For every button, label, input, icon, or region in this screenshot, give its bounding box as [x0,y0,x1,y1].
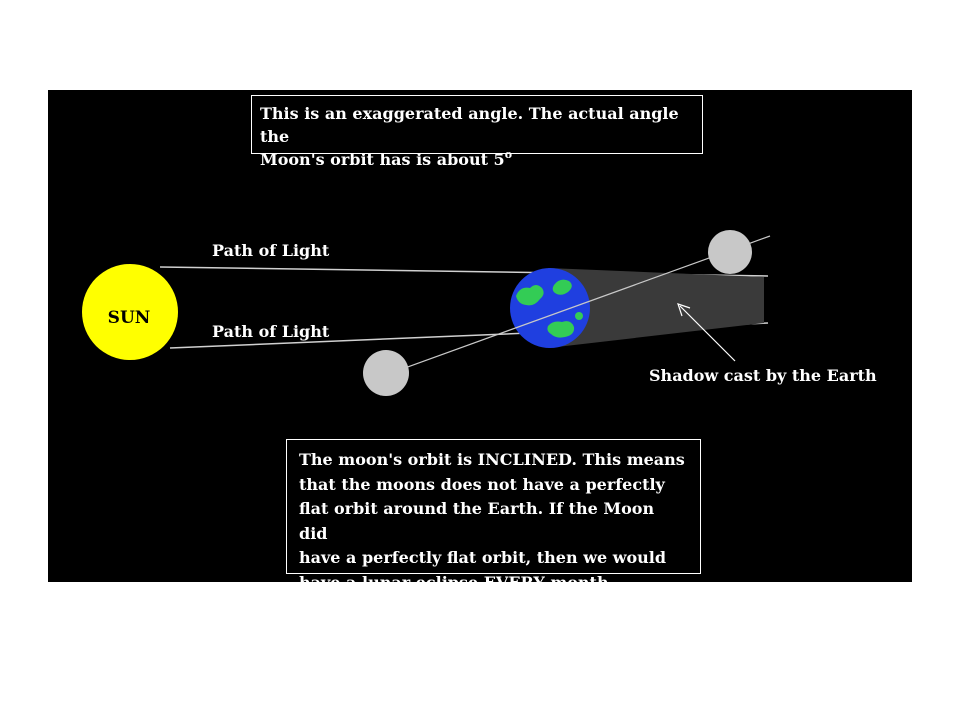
moon-lower [363,350,409,396]
note-bottom-line: have a lunar eclipse EVERY month. [299,572,615,592]
sun [82,264,178,360]
moon-orbit-line [365,235,771,383]
degree-symbol: o [504,148,513,161]
note-top-line-2: Moon's orbit has is about 5o [260,148,694,171]
note-top-line-2-text: Moon's orbit has is about 5 [260,150,505,169]
earth-continent [547,321,575,338]
moon-upper [708,230,752,274]
shadow-arrow-line [679,305,736,362]
label-path-of-light-bottom: Path of Light [212,322,330,341]
note-bottom-line: have a perfectly flat orbit, then we wou… [299,548,667,567]
earth-continent [516,285,544,306]
note-bottom-line: flat orbit around the Earth. If the Moon… [299,499,655,543]
earth-shadow [548,268,764,348]
note-orbit-inclined: The moon's orbit is INCLINED. This means… [286,439,701,592]
note-bottom-line: The moon's orbit is INCLINED. This means [299,450,685,469]
earth-continent [552,279,572,295]
note-exaggerated-angle: This is an exaggerated angle. The actual… [251,95,703,169]
eclipse-diagram: SUN [82,230,771,396]
sun-label: SUN [108,308,151,328]
shadow-arrow-head [677,303,691,317]
label-path-of-light-top: Path of Light [212,241,330,260]
earth [510,268,590,348]
slide-canvas: SUN This is an exaggerated angle. The ac… [48,90,912,592]
label-shadow-cast: Shadow cast by the Earth [649,366,877,385]
note-top-line-1: This is an exaggerated angle. The actual… [260,104,679,146]
earth-continent [575,312,583,320]
note-bottom-line: that the moons does not have a perfectly [299,474,665,494]
